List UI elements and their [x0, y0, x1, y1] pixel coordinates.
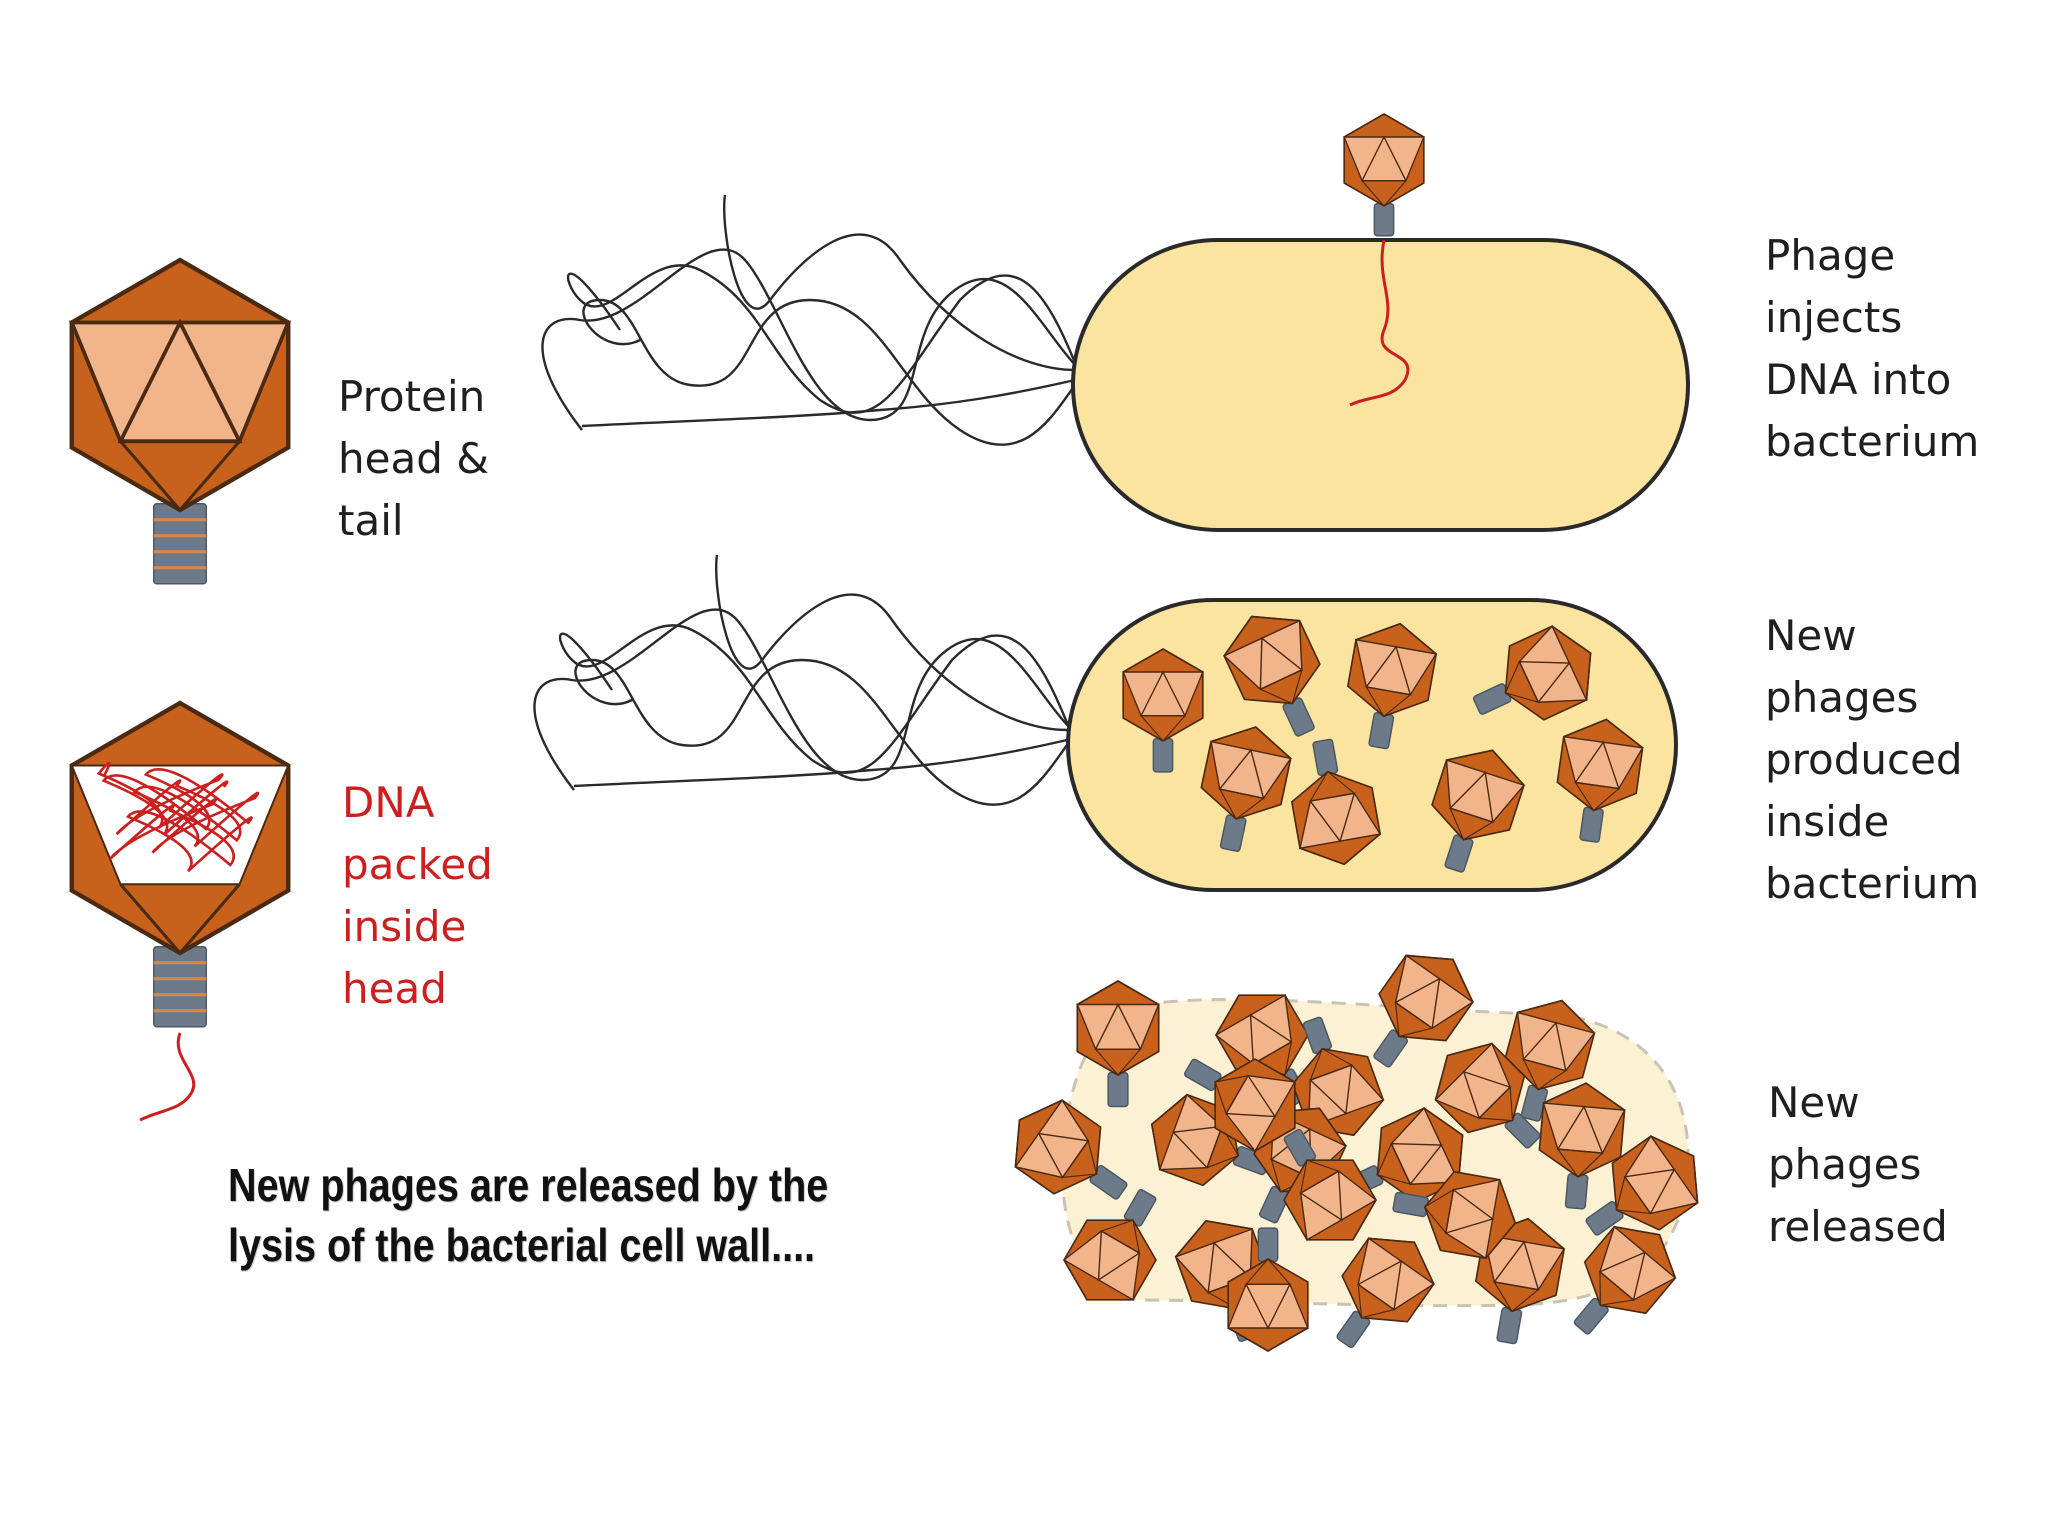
label-new-phages-produced: New phages produced inside bacterium: [1765, 611, 1980, 908]
phage-released-17: [1336, 1237, 1436, 1349]
flagella-group: [533, 194, 1082, 806]
phage-released-7: [1538, 1082, 1626, 1210]
phage-released-19: [1573, 1225, 1677, 1335]
phage-inside-4: [1472, 624, 1592, 721]
phage-protein-head-tail: [68, 257, 292, 585]
phage-inside-5: [1200, 726, 1292, 853]
phage-released-2: [1214, 994, 1309, 1107]
label-phage-injects: Phage injects DNA into bacterium: [1765, 231, 1980, 466]
phage-released-3: [1373, 954, 1475, 1068]
phage-released-21: [1392, 1170, 1517, 1260]
label-dna-packed: DNA packed inside head: [342, 778, 493, 1013]
phage-inside-7: [1431, 749, 1526, 873]
phage-inside-6: [1290, 738, 1382, 866]
label-new-phages-released: New phages released: [1768, 1078, 1948, 1251]
bacterium-infected: [1071, 238, 1690, 532]
label-protein-head-tail: Protein head & tail: [338, 372, 489, 545]
phage-inside-1: [1122, 648, 1204, 773]
phage-released-13: [1183, 1058, 1296, 1153]
phage-released-12: [1344, 1106, 1464, 1203]
phage-released-20: [1283, 1128, 1378, 1241]
phages-group: [68, 113, 1699, 1352]
phage-released-16: [1227, 1227, 1309, 1352]
phage-released-8: [1585, 1134, 1699, 1236]
flagella: [533, 554, 1074, 806]
phage-dna-packed: [69, 700, 291, 1028]
phage-released-14: [1062, 1188, 1157, 1301]
phage-released-9: [1014, 1098, 1128, 1200]
phage-injecting: [1343, 113, 1425, 237]
phage-released-6: [1434, 1042, 1541, 1149]
phage-inside-3: [1346, 622, 1438, 750]
phage-released-4: [1504, 999, 1596, 1122]
phage-inside-2: [1222, 615, 1321, 737]
flagella: [541, 194, 1082, 446]
phage-released-10: [1150, 1093, 1271, 1187]
phage-inside-8: [1556, 718, 1644, 843]
injected-dna: [1349, 239, 1410, 407]
phage-dna-tail: [139, 1032, 196, 1122]
caption-lysis: New phages are released by the lysis of …: [228, 1159, 829, 1271]
phage-released-1: [1076, 980, 1160, 1108]
